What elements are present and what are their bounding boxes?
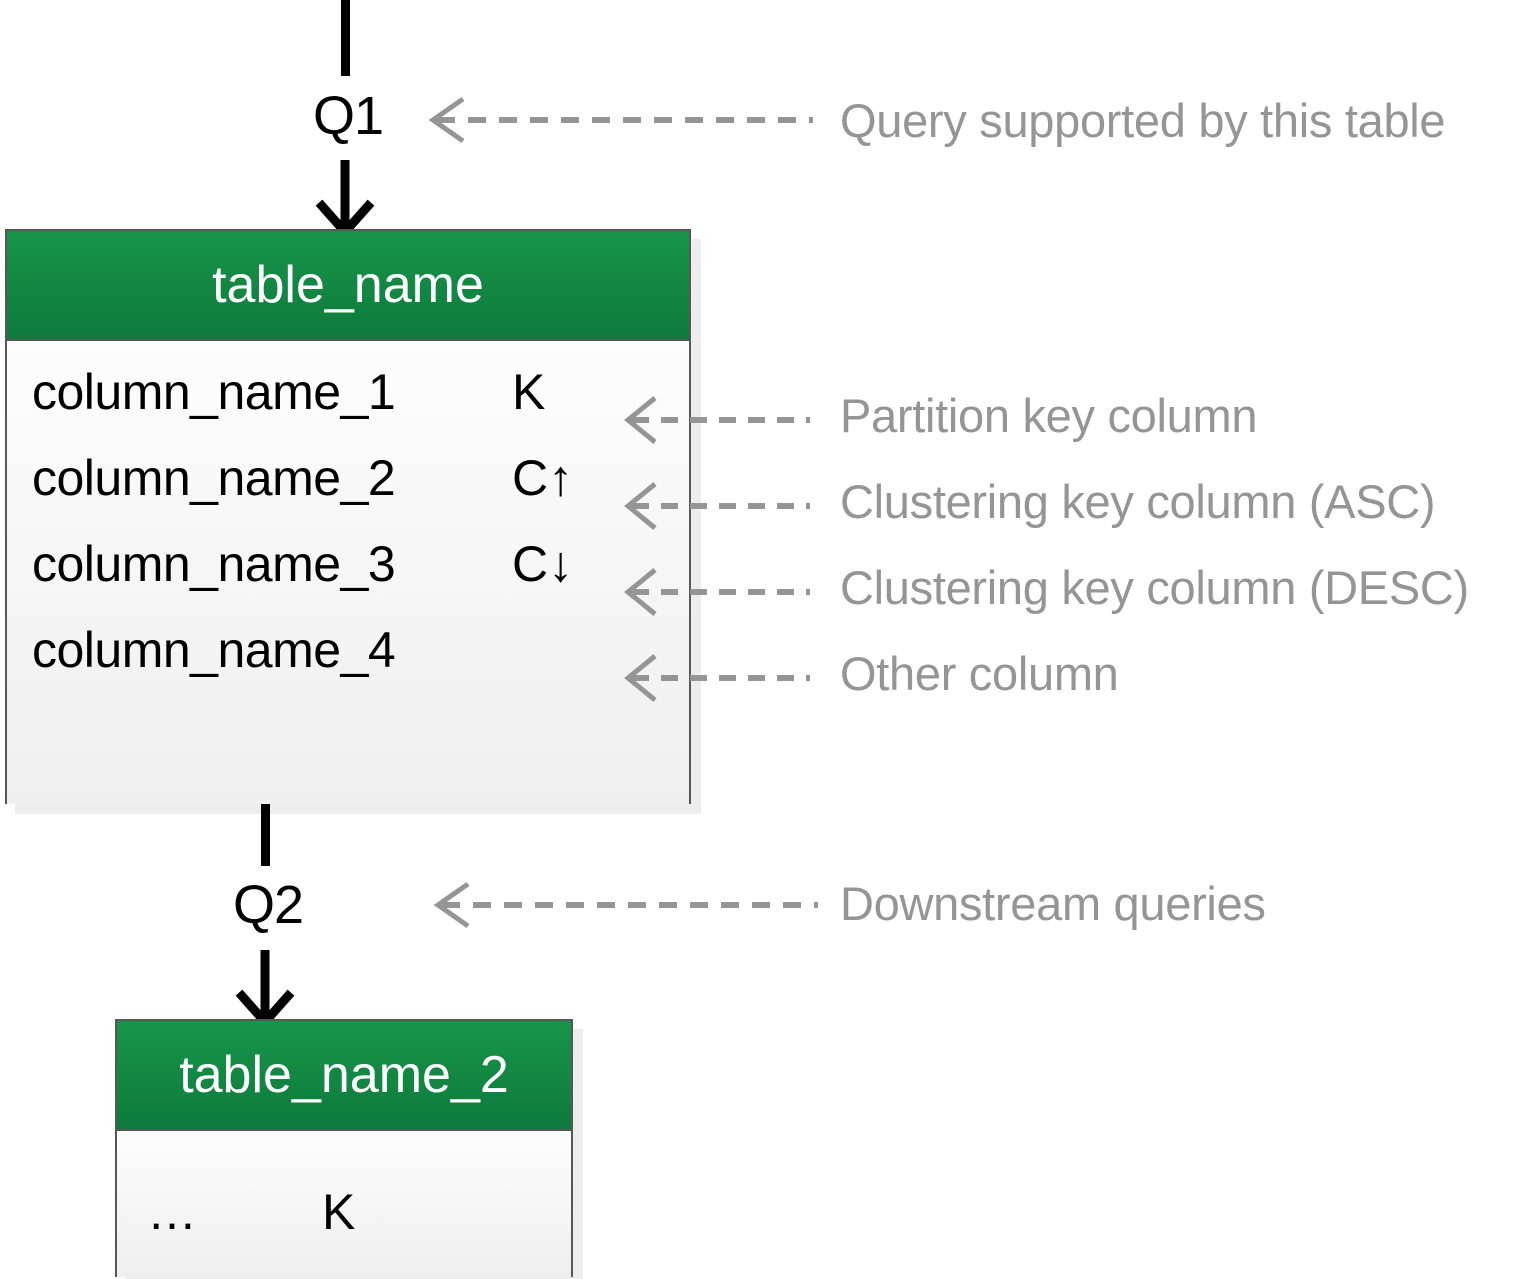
column-key-marker: K [512,364,546,420]
clustering-asc-callout-arrow [624,482,810,530]
table-row[interactable]: … K [117,1169,571,1255]
outgoing-connector-stub [261,804,270,866]
incoming-query-arrow [315,160,375,239]
table-row[interactable]: column_name_3 C↓ [7,521,689,607]
column-name: column_name_2 [32,450,396,506]
column-key-marker: K [322,1184,356,1240]
downstream-queries-callout-arrow [433,881,818,929]
other-column-callout-arrow [624,654,810,702]
table-row[interactable]: column_name_1 K [7,349,689,435]
incoming-connector-stub [341,0,350,76]
incoming-query-callout-arrow [428,96,813,144]
column-name: column_name_4 [32,622,396,678]
clustering-asc-annotation: Clustering key column (ASC) [840,475,1436,528]
outgoing-query-label: Q2 [233,875,304,935]
incoming-query-label: Q1 [313,86,384,146]
second-table-title: table_name_2 [117,1021,571,1129]
partition-key-annotation: Partition key column [840,389,1258,442]
second-table[interactable]: table_name_2 … K [115,1019,573,1277]
column-key-marker: C↑ [512,450,574,506]
other-column-annotation: Other column [840,647,1119,700]
table-row[interactable]: column_name_4 [7,607,689,693]
partition-key-callout-arrow [624,396,810,444]
column-key-marker: C↓ [512,536,574,592]
clustering-desc-callout-arrow [624,568,810,616]
clustering-desc-annotation: Clustering key column (DESC) [840,561,1469,614]
column-name: column_name_1 [32,364,396,420]
downstream-queries-annotation: Downstream queries [840,877,1266,930]
column-name: column_name_3 [32,536,396,592]
second-table-body: … K [117,1129,571,1277]
main-table-body: column_name_1 K column_name_2 C↑ column_… [7,339,689,804]
outgoing-query-arrow [235,950,295,1029]
main-table[interactable]: table_name column_name_1 K column_name_2… [5,229,691,804]
incoming-query-annotation: Query supported by this table [840,94,1446,147]
table-row[interactable]: column_name_2 C↑ [7,435,689,521]
column-name: … [147,1184,199,1240]
main-table-title: table_name [7,231,689,339]
